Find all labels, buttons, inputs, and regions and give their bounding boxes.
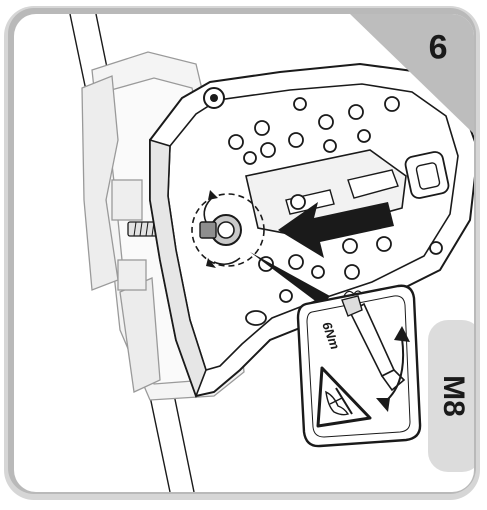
warning-triangle-icon <box>316 366 372 428</box>
plate-holes <box>228 96 443 303</box>
bolt-detail-circle <box>191 190 265 268</box>
torque-inset: 6Nm <box>296 284 422 448</box>
step-number: 9 <box>429 27 448 65</box>
hex-key-wrench-icon <box>341 290 406 392</box>
callout-leader <box>250 252 330 306</box>
rotate-arrow-icon <box>376 326 410 412</box>
bolt-size-label: M8 <box>437 375 470 417</box>
bolt-size-tab: M8 <box>428 320 474 472</box>
push-arrow-icon <box>278 202 394 258</box>
step-corner-tab: 9 <box>350 14 474 134</box>
